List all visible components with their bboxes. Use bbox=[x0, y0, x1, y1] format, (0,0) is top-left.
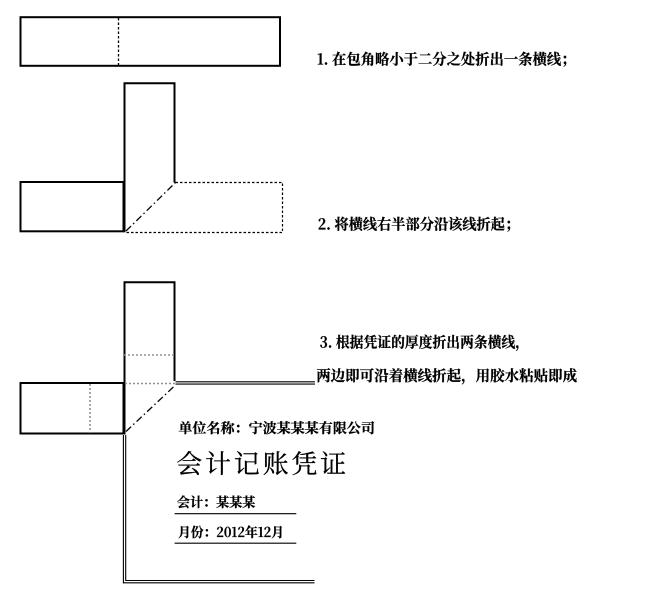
svg-text:会计记账凭证: 会计记账凭证 bbox=[176, 444, 346, 481]
svg-text:1. 在包角略小于二分之处折出一条横线；: 1. 在包角略小于二分之处折出一条横线； bbox=[317, 49, 576, 70]
svg-text:会计：某某某: 会计：某某某 bbox=[177, 491, 256, 511]
svg-text:单位名称：宁波某某某有限公司: 单位名称：宁波某某某有限公司 bbox=[178, 418, 375, 438]
svg-text:月份：2012年12月: 月份：2012年12月 bbox=[178, 521, 284, 541]
svg-text:3. 根据凭证的厚度折出两条横线，: 3. 根据凭证的厚度折出两条横线， bbox=[320, 331, 529, 352]
svg-text:两边即可沿着横线折起，用胶水粘贴即成: 两边即可沿着横线折起，用胶水粘贴即成 bbox=[316, 365, 577, 386]
svg-text:2. 将横线右半部分沿该线折起；: 2. 将横线右半部分沿该线折起； bbox=[318, 213, 520, 234]
